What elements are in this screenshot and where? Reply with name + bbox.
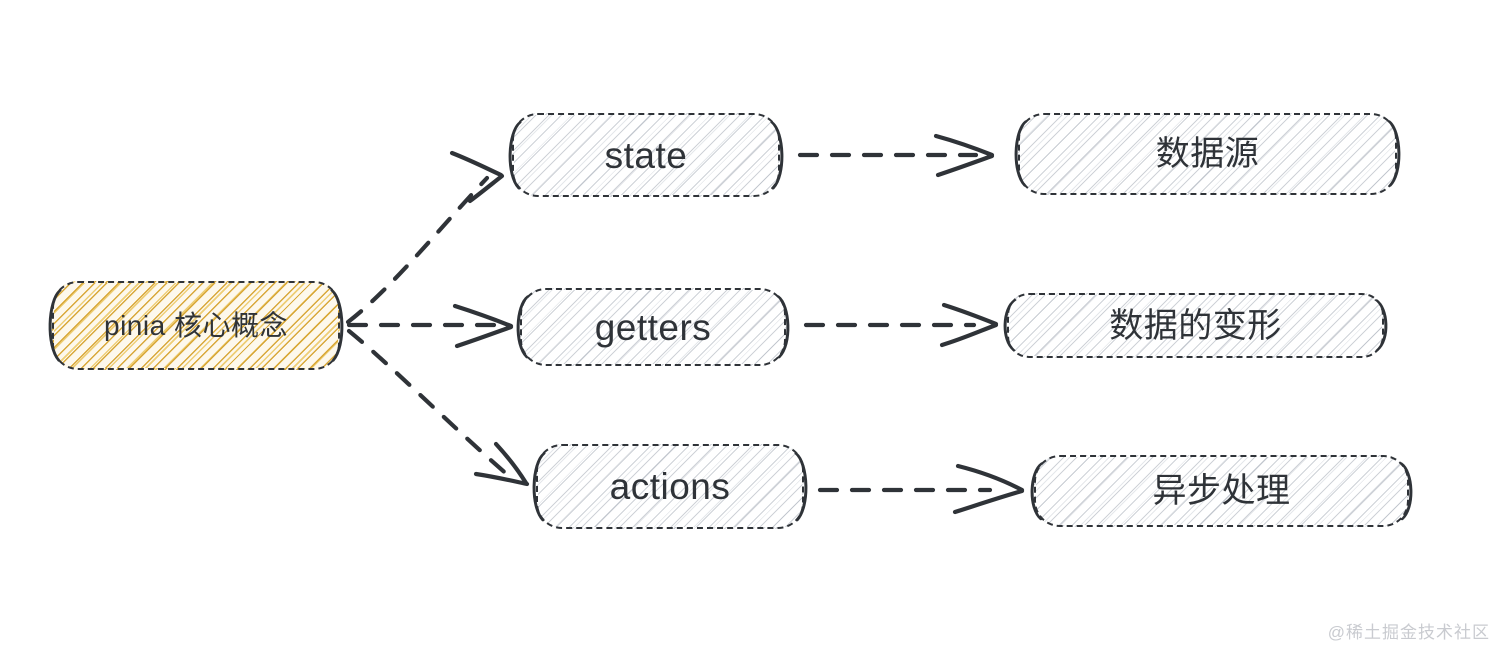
node-datasource-label: 数据源 (1155, 135, 1260, 173)
node-transform[interactable]: 数据的变形 (1003, 293, 1388, 358)
node-async[interactable]: 异步处理 (1030, 455, 1413, 527)
node-root[interactable]: pinia 核心概念 (48, 281, 344, 370)
bracket-right-icon (1386, 120, 1406, 188)
node-actions[interactable]: actions (532, 444, 808, 529)
bracket-left-icon (1009, 120, 1029, 188)
bracket-left-icon (527, 452, 547, 522)
edge-root-state (345, 150, 505, 325)
bracket-right-icon (329, 289, 349, 362)
bracket-right-icon (1398, 462, 1418, 520)
bracket-left-icon (998, 299, 1018, 352)
edge-getters-transform (803, 302, 999, 348)
bracket-left-icon (1025, 462, 1045, 520)
edge-root-actions (346, 328, 530, 487)
bracket-right-icon (769, 120, 789, 190)
node-transform-label: 数据的变形 (1109, 306, 1282, 345)
edge-actions-async (817, 463, 1025, 515)
bracket-right-icon (1373, 299, 1393, 352)
node-datasource[interactable]: 数据源 (1014, 113, 1401, 195)
node-actions-label: actions (609, 466, 731, 507)
node-getters-label: getters (594, 306, 712, 348)
bracket-left-icon (503, 120, 523, 190)
node-async-label: 异步处理 (1152, 472, 1291, 510)
node-state[interactable]: state (508, 113, 784, 197)
node-root-label: pinia 核心概念 (104, 309, 288, 341)
watermark: @稀土掘金技术社区 (1327, 623, 1490, 642)
bracket-left-icon (43, 289, 63, 362)
bracket-right-icon (793, 452, 813, 522)
bracket-left-icon (511, 295, 531, 359)
edge-state-datasource (797, 133, 995, 178)
edge-root-getters (346, 303, 514, 349)
bracket-right-icon (775, 295, 795, 359)
node-getters[interactable]: getters (516, 288, 790, 366)
node-state-label: state (604, 134, 688, 176)
